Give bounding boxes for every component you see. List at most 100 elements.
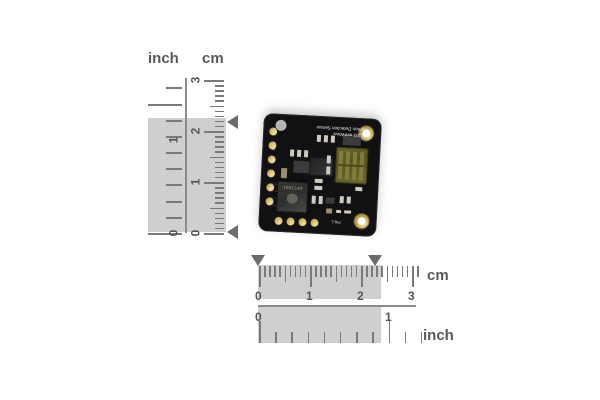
horizontal-inch-number-1: 1 — [385, 310, 392, 324]
horizontal-cm-tick — [340, 266, 343, 277]
horizontal-cm-tick — [294, 266, 297, 277]
vertical-cm-tick — [215, 85, 224, 87]
smd-part — [311, 195, 316, 204]
pin-label-rx: RX — [270, 157, 276, 164]
chip-logo-icon — [286, 193, 298, 204]
smd-part — [296, 149, 302, 157]
vertical-cm-number-3: 3 — [188, 76, 203, 84]
mounting-hole-top-left — [353, 212, 371, 230]
horizontal-cm-tick — [366, 266, 368, 277]
horizontal-inch-tick — [291, 332, 293, 343]
horizontal-inch-tick — [275, 332, 277, 343]
horizontal-cm-tick — [401, 266, 404, 277]
horizontal-inch-tick — [339, 332, 342, 343]
horizontal-cm-tick — [417, 266, 419, 277]
vertical-cm-tick — [215, 197, 224, 199]
horizontal-cm-tick — [289, 266, 292, 277]
horizontal-marker-right — [368, 255, 382, 266]
horizontal-ruler-divider — [258, 305, 416, 307]
horizontal-cm-tick — [376, 266, 378, 277]
vertical-marker-top — [227, 115, 238, 129]
vertical-cm-tick — [210, 207, 224, 210]
pin-label-tx: TX — [269, 171, 276, 177]
smd-part — [326, 166, 331, 175]
vertical-inch-tick — [166, 87, 182, 90]
horizontal-cm-tick — [391, 266, 394, 277]
vertical-cm-tick — [215, 166, 224, 169]
vertical-cm-number-0: 0 — [188, 229, 203, 237]
smd-part — [355, 186, 363, 192]
vertical-inch-number-0: 0 — [166, 229, 181, 237]
horizontal-cm-tick — [284, 266, 287, 282]
vertical-inch-tick — [148, 233, 182, 235]
horizontal-cm-tick — [371, 266, 373, 277]
horizontal-cm-tick — [361, 266, 363, 287]
vertical-cm-tick — [215, 136, 224, 138]
pcb-board: IO2 IO1 TX RX GND VIN FALL DFC1001 — [257, 112, 383, 238]
vertical-cm-tick — [215, 110, 224, 113]
smd-part — [326, 155, 332, 164]
horizontal-inch-tick — [404, 332, 407, 343]
horizontal-cm-tick — [406, 266, 409, 277]
vertical-cm-tick — [215, 202, 224, 204]
mmwave-antenna-array — [334, 146, 369, 185]
fall-silkscreen-label: FALL — [331, 219, 341, 226]
horizontal-inch-tick — [323, 332, 326, 343]
horizontal-cm-tick — [279, 266, 281, 277]
vertical-cm-tick — [215, 192, 224, 194]
horizontal-marker-left — [251, 255, 265, 266]
horizontal-cm-tick — [381, 266, 383, 277]
smd-part — [318, 195, 323, 205]
horizontal-cm-tick — [315, 266, 317, 277]
smd-part — [293, 160, 310, 174]
horizontal-inch-shade — [258, 307, 381, 343]
smd-part — [280, 167, 288, 179]
vertical-cm-number-1: 1 — [188, 178, 203, 186]
horizontal-cm-tick — [350, 266, 353, 277]
test-pad-3 — [286, 217, 295, 226]
smd-part — [336, 209, 342, 214]
smd-part — [346, 196, 351, 204]
vertical-cm-tick — [215, 100, 224, 102]
vertical-cm-tick — [204, 182, 224, 184]
vertical-cm-tick — [210, 156, 224, 159]
horizontal-cm-tick — [412, 266, 414, 287]
vertical-cm-number-2: 2 — [188, 127, 203, 135]
smd-part — [314, 178, 323, 184]
horizontal-cm-label: cm — [427, 267, 449, 284]
board-title: C1001 mmWave Human Detection Sensor — [277, 122, 368, 139]
horizontal-cm-tick — [274, 266, 276, 277]
horizontal-inch-tick — [356, 332, 358, 343]
horizontal-cm-tick — [304, 266, 307, 277]
vertical-ruler-shade — [148, 118, 226, 232]
horizontal-cm-number-2: 2 — [357, 289, 364, 303]
vertical-inch-tick — [148, 103, 182, 106]
horizontal-inch-tick — [307, 332, 310, 343]
vertical-inch-tick — [166, 135, 182, 138]
vertical-cm-tick — [215, 125, 224, 128]
horizontal-cm-tick — [310, 266, 312, 287]
vertical-cm-tick — [210, 105, 224, 108]
horizontal-cm-tick — [330, 266, 332, 277]
smd-part — [314, 185, 323, 191]
smd-part — [289, 149, 295, 157]
horizontal-cm-tick — [320, 266, 322, 277]
vertical-cm-tick — [215, 90, 224, 92]
horizontal-cm-tick — [259, 266, 261, 287]
vertical-cm-tick — [215, 151, 224, 153]
vertical-inch-number-1: 1 — [166, 136, 181, 144]
vertical-cm-tick — [215, 222, 224, 225]
smd-part — [339, 196, 344, 204]
vertical-inch-tick — [166, 200, 182, 203]
pin-label-gnd: GND — [271, 141, 277, 151]
horizontal-inch-number-0: 0 — [255, 310, 262, 324]
vertical-ruler-inch-label: inch — [148, 50, 179, 67]
test-pad-4 — [274, 216, 283, 226]
vertical-inch-tick — [166, 216, 182, 219]
horizontal-inch-tick — [420, 332, 423, 343]
horizontal-inch-label: inch — [423, 327, 454, 344]
test-pad-2 — [298, 217, 307, 227]
vertical-cm-tick — [215, 212, 224, 215]
vertical-cm-tick — [215, 171, 224, 174]
vertical-ruler-divider — [185, 78, 187, 233]
